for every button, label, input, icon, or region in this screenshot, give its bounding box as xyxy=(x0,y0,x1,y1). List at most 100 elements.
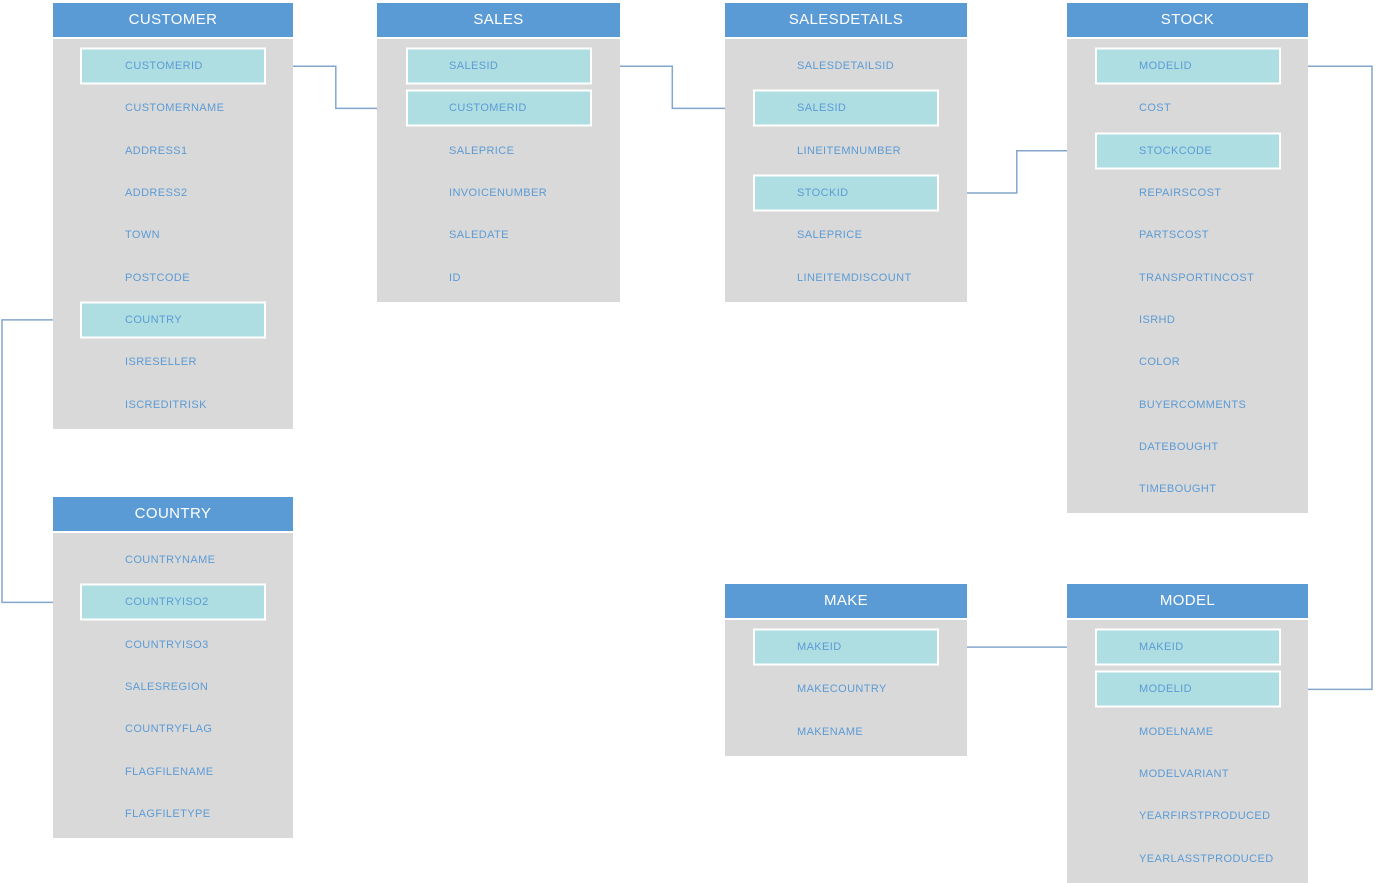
field-label: REPAIRSCOST xyxy=(1139,187,1222,200)
field-label: SALEPRICE xyxy=(449,144,515,157)
field-color[interactable]: COLOR xyxy=(1067,341,1308,383)
key-field-highlight xyxy=(753,89,939,127)
field-saleprice[interactable]: SALEPRICE xyxy=(377,130,620,172)
field-label: LINEITEMDISCOUNT xyxy=(797,271,912,284)
key-field-countryiso2[interactable]: COUNTRYISO2 xyxy=(53,581,293,623)
table-header-customer[interactable]: CUSTOMER xyxy=(53,3,293,39)
table-sales[interactable]: SALES SALESID CUSTOMERID SALEPRICE INVOICENU… xyxy=(377,3,620,302)
field-lineitemnumber[interactable]: LINEITEMNUMBER xyxy=(725,130,967,172)
field-countryiso3[interactable]: COUNTRYISO3 xyxy=(53,624,293,666)
field-makecountry[interactable]: MAKECOUNTRY xyxy=(725,668,967,710)
field-timebought[interactable]: TIMEBOUGHT xyxy=(1067,468,1308,510)
key-field-customerid[interactable]: CUSTOMERID xyxy=(53,45,293,87)
field-id[interactable]: ID xyxy=(377,256,620,298)
field-countryname[interactable]: COUNTRYNAME xyxy=(53,539,293,581)
key-field-makeid[interactable]: MAKEID xyxy=(1067,626,1308,668)
table-header-country[interactable]: COUNTRY xyxy=(53,497,293,533)
relationship-line-stock.MODELID-model.MODELID[interactable] xyxy=(1280,65,1373,691)
field-yearlasstproduced[interactable]: YEARLASSTPRODUCED xyxy=(1067,837,1308,879)
key-field-highlight xyxy=(1094,628,1281,666)
field-label: COUNTRYFLAG xyxy=(125,723,213,736)
key-field-highlight xyxy=(80,47,266,85)
field-invoicenumber[interactable]: INVOICENUMBER xyxy=(377,172,620,214)
field-flagfilename[interactable]: FLAGFILENAME xyxy=(53,750,293,792)
field-flagfiletype[interactable]: FLAGFILETYPE xyxy=(53,793,293,835)
field-address1[interactable]: ADDRESS1 xyxy=(53,130,293,172)
key-field-salesid[interactable]: SALESID xyxy=(725,87,967,129)
field-isrhd[interactable]: ISRHD xyxy=(1067,299,1308,341)
field-postcode[interactable]: POSTCODE xyxy=(53,256,293,298)
field-label: YEARLASSTPRODUCED xyxy=(1139,852,1274,865)
field-label: ISRESELLER xyxy=(125,356,197,369)
field-label: TOWN xyxy=(125,229,161,242)
field-isreseller[interactable]: ISRESELLER xyxy=(53,341,293,383)
key-field-modelid[interactable]: MODELID xyxy=(1067,668,1308,710)
field-saleprice[interactable]: SALEPRICE xyxy=(725,214,967,256)
field-label: ADDRESS2 xyxy=(125,187,188,200)
field-customername[interactable]: CUSTOMERNAME xyxy=(53,87,293,129)
table-header-stock[interactable]: STOCK xyxy=(1067,3,1308,39)
key-field-highlight xyxy=(1094,670,1281,708)
field-label: BUYERCOMMENTS xyxy=(1139,398,1247,411)
field-label: POSTCODE xyxy=(125,271,190,284)
field-yearfirstproduced[interactable]: YEARFIRSTPRODUCED xyxy=(1067,795,1308,837)
field-label: MAKEID xyxy=(797,641,842,654)
key-field-highlight xyxy=(80,583,266,621)
field-label: PARTSCOST xyxy=(1139,229,1209,242)
field-datebought[interactable]: DATEBOUGHT xyxy=(1067,426,1308,468)
field-address2[interactable]: ADDRESS2 xyxy=(53,172,293,214)
field-salesregion[interactable]: SALESREGION xyxy=(53,666,293,708)
key-field-highlight xyxy=(1094,47,1281,85)
relationship-line-customer.CUSTOMERID-sales.CUSTOMERID[interactable] xyxy=(266,65,406,110)
table-header-sales[interactable]: SALES xyxy=(377,3,620,39)
field-salesdetailsid[interactable]: SALESDETAILSID xyxy=(725,45,967,87)
field-town[interactable]: TOWN xyxy=(53,214,293,256)
field-label: ID xyxy=(449,271,461,284)
field-label: SALESID xyxy=(449,60,499,73)
key-field-stockid[interactable]: STOCKID xyxy=(725,172,967,214)
table-body-make: MAKEID MAKECOUNTRY MAKENAME xyxy=(725,620,967,756)
table-header-make[interactable]: MAKE xyxy=(725,584,967,620)
field-lineitemdiscount[interactable]: LINEITEMDISCOUNT xyxy=(725,256,967,298)
field-repairscost[interactable]: REPAIRSCOST xyxy=(1067,172,1308,214)
relationship-line-customer.COUNTRY-country.COUNTRYISO2[interactable] xyxy=(1,319,80,604)
field-label: CUSTOMERID xyxy=(449,102,527,115)
field-partscost[interactable]: PARTSCOST xyxy=(1067,214,1308,256)
field-makename[interactable]: MAKENAME xyxy=(725,711,967,753)
key-field-country[interactable]: COUNTRY xyxy=(53,299,293,341)
field-modelname[interactable]: MODELNAME xyxy=(1067,711,1308,753)
field-buyercomments[interactable]: BUYERCOMMENTS xyxy=(1067,383,1308,425)
table-header-model[interactable]: MODEL xyxy=(1067,584,1308,620)
key-field-salesid[interactable]: SALESID xyxy=(377,45,620,87)
table-make[interactable]: MAKE MAKEID MAKECOUNTRY MAKENAME xyxy=(725,584,967,756)
field-transportincost[interactable]: TRANSPORTINCOST xyxy=(1067,256,1308,298)
key-field-highlight xyxy=(753,628,939,666)
key-field-customerid[interactable]: CUSTOMERID xyxy=(377,87,620,129)
key-field-makeid[interactable]: MAKEID xyxy=(725,626,967,668)
field-label: ADDRESS1 xyxy=(125,144,188,157)
field-modelvariant[interactable]: MODELVARIANT xyxy=(1067,753,1308,795)
field-label: MAKENAME xyxy=(797,725,864,738)
field-label: DATEBOUGHT xyxy=(1139,440,1219,453)
relationship-line-sales.SALESID-salesdetails.SALESID[interactable] xyxy=(591,65,754,110)
field-label: COUNTRYNAME xyxy=(125,554,216,567)
field-label: TRANSPORTINCOST xyxy=(1139,271,1255,284)
field-iscreditrisk[interactable]: ISCREDITRISK xyxy=(53,383,293,425)
relationship-line-salesdetails.STOCKID-stock.STOCKCODE[interactable] xyxy=(939,150,1095,194)
field-countryflag[interactable]: COUNTRYFLAG xyxy=(53,708,293,750)
key-field-stockcode[interactable]: STOCKCODE xyxy=(1067,130,1308,172)
field-saledate[interactable]: SALEDATE xyxy=(377,214,620,256)
field-label: COUNTRYISO2 xyxy=(125,596,209,609)
field-cost[interactable]: COST xyxy=(1067,87,1308,129)
key-field-modelid[interactable]: MODELID xyxy=(1067,45,1308,87)
table-header-salesdetails[interactable]: SALESDETAILS xyxy=(725,3,967,39)
